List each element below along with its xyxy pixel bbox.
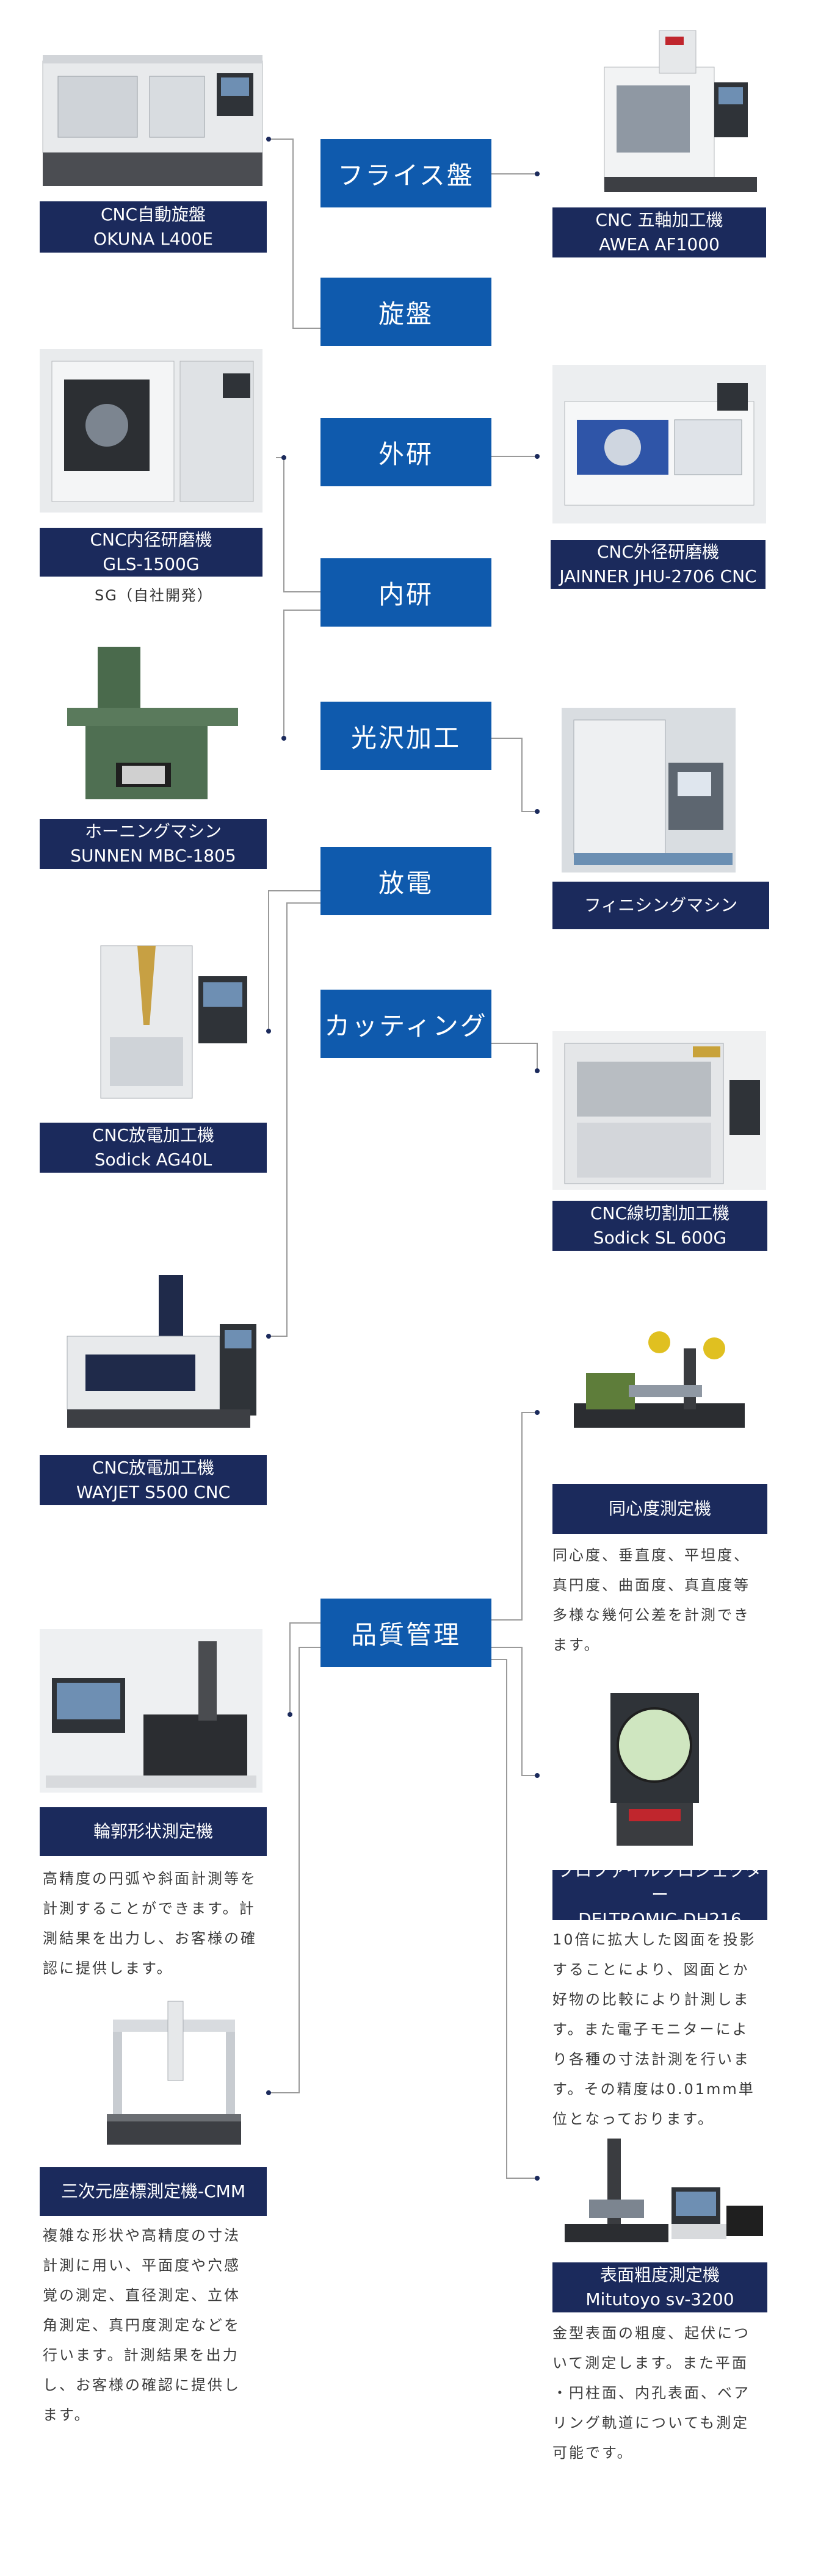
- desc-line: す。また電子モニターによ: [552, 2021, 749, 2038]
- projector-label-line2: DELTROMIC-DH216: [578, 1909, 742, 1929]
- sodick-ag40l-label-line2: Sodick AG40L: [94, 1149, 212, 1170]
- desc-line: 好物の比較により計測しま: [552, 1991, 750, 2008]
- desc-line: 認に提供します。: [43, 1960, 173, 1977]
- projector-label-line1: プロファイルプロジェクター: [557, 1860, 762, 1905]
- gls-label: CNC内径研磨機 GLS-1500G: [40, 528, 262, 577]
- desc-line: 真円度、曲面度、真直度等: [552, 1577, 750, 1594]
- roughness-tester-image: [552, 2132, 769, 2254]
- okuna-label-line2: OKUNA L400E: [93, 229, 213, 249]
- desc-line: 角測定、真円度測定などを: [43, 2317, 241, 2334]
- cmm-description: 複雑な形状や高精度の寸法 計測に用い、平面度や穴感 覚の測定、直径測定、立体 角…: [43, 2221, 269, 2430]
- okuna-lathe-image: [40, 49, 266, 195]
- category-milling[interactable]: フライス盤: [320, 139, 491, 207]
- contour-label-line1: 輪郭形状測定機: [93, 1821, 213, 1841]
- sodick-ag40l-label-line1: CNC放電加工機: [92, 1125, 215, 1145]
- sunnen-label-line1: ホーニングマシン: [84, 821, 222, 841]
- wayjet-label-line2: WAYJET S500 CNC: [76, 1482, 231, 1502]
- contour-label: 輪郭形状測定機: [40, 1807, 267, 1856]
- contour-description: 高精度の円弧や斜面計測等を 計測することができます。計 測結果を出力し、お客様の…: [43, 1864, 269, 1984]
- cmm-label: 三次元座標測定機-CMM: [40, 2167, 267, 2216]
- sodick-sl600g-label-line1: CNC線切割加工機: [590, 1203, 730, 1223]
- desc-line: リング軌道についても測定: [552, 2414, 750, 2431]
- roughness-label-line1: 表面粗度測定機: [599, 2265, 720, 2285]
- category-polishing[interactable]: 光沢加工: [320, 702, 491, 770]
- jainner-label-line1: CNC外径研磨機: [596, 542, 720, 562]
- category-edm[interactable]: 放電: [320, 847, 491, 915]
- concentricity-label: 同心度測定機: [552, 1484, 767, 1534]
- sunnen-honing-image: [49, 641, 253, 805]
- profile-projector-image: [604, 1687, 705, 1855]
- sunnen-label-line2: SUNNEN MBC-1805: [70, 846, 236, 866]
- desc-line: することにより、図面とか: [552, 1961, 750, 1978]
- desc-line: 高精度の円弧や斜面計測等を: [43, 1870, 257, 1887]
- desc-line: 同心度、垂直度、平坦度、: [552, 1547, 750, 1564]
- desc-line: 行います。計測結果を出力: [43, 2347, 239, 2364]
- sodick-ag40l-image: [82, 940, 256, 1107]
- desc-line: 位となっております。: [552, 2110, 714, 2128]
- jainner-grinder-image: [552, 365, 766, 523]
- projector-label: プロファイルプロジェクター DELTROMIC-DH216: [552, 1860, 767, 1929]
- desc-line: 計測することができます。計: [43, 1900, 256, 1917]
- sodick-ag40l-label: CNC放電加工機 Sodick AG40L: [40, 1123, 267, 1173]
- finishing-machine-image: [562, 708, 736, 872]
- jainner-label-line2: JAINNER JHU-2706 CNC: [559, 566, 757, 586]
- finishing-label-line1: フィニシングマシン: [584, 895, 738, 915]
- roughness-description: 金型表面の粗度、起伏につ いて測定します。また平面 ・円柱面、内孔表面、ベア リ…: [552, 2319, 778, 2468]
- desc-line: 計測に用い、平面度や穴感: [43, 2257, 241, 2274]
- roughness-label: 表面粗度測定機 Mitutoyo sv-3200: [552, 2262, 767, 2312]
- wayjet-label: CNC放電加工機 WAYJET S500 CNC: [40, 1455, 267, 1505]
- category-cutting[interactable]: カッティング: [320, 990, 491, 1058]
- category-quality[interactable]: 品質管理: [320, 1599, 491, 1667]
- category-internal-grinding[interactable]: 内研: [320, 558, 491, 627]
- cmm-machine-image: [95, 1995, 259, 2160]
- desc-line: ます。: [43, 2406, 91, 2423]
- gls-grinder-image: [40, 349, 262, 513]
- wayjet-label-line1: CNC放電加工機: [92, 1458, 215, 1478]
- awea-label-line1: CNC 五軸加工機: [595, 210, 723, 230]
- desc-line: 可能です。: [552, 2444, 634, 2461]
- gls-note: SG（自社開発）: [95, 587, 213, 604]
- category-external-grinding[interactable]: 外研: [320, 418, 491, 486]
- projector-description: 10倍に拡大した図面を投影 することにより、図面とか 好物の比較により計測しま …: [552, 1925, 778, 2134]
- desc-line: 複雑な形状や高精度の寸法: [43, 2227, 241, 2244]
- desc-line: り各種の寸法計測を行いま: [552, 2051, 750, 2068]
- awea-label: CNC 五軸加工機 AWEA AF1000: [552, 207, 766, 257]
- desc-line: 10倍に拡大した図面を投影: [552, 1931, 756, 1948]
- finishing-label: フィニシングマシン: [552, 882, 769, 929]
- desc-line: し、お客様の確認に提供し: [43, 2376, 241, 2394]
- desc-line: 多様な幾何公差を計測でき: [552, 1606, 750, 1624]
- wayjet-s500-image: [55, 1269, 262, 1440]
- awea-label-line2: AWEA AF1000: [599, 234, 720, 254]
- awea-machining-center-image: [568, 24, 763, 201]
- contour-tester-image: [40, 1629, 262, 1793]
- jainner-label: CNC外径研磨機 JAINNER JHU-2706 CNC: [551, 540, 766, 589]
- category-lathe[interactable]: 旋盤: [320, 278, 491, 346]
- cmm-label-line1: 三次元座標測定機-CMM: [61, 2181, 245, 2201]
- gls-label-line2: GLS-1500G: [103, 554, 200, 574]
- sodick-sl600g-label: CNC線切割加工機 Sodick SL 600G: [552, 1201, 767, 1251]
- okuna-label-line1: CNC自動旋盤: [100, 204, 206, 225]
- okuna-label: CNC自動旋盤 OKUNA L400E: [40, 201, 267, 253]
- concentricity-tester-image: [562, 1312, 757, 1458]
- concentricity-description: 同心度、垂直度、平坦度、 真円度、曲面度、真直度等 多様な幾何公差を計測でき ま…: [552, 1541, 772, 1660]
- sunnen-label: ホーニングマシン SUNNEN MBC-1805: [40, 819, 267, 869]
- desc-line: いて測定します。また平面: [552, 2355, 748, 2372]
- desc-line: ・円柱面、内孔表面、ベア: [552, 2384, 750, 2402]
- sodick-sl600g-image: [552, 1031, 766, 1190]
- desc-line: 測結果を出力し、お客様の確: [43, 1930, 257, 1947]
- roughness-label-line2: Mitutoyo sv-3200: [585, 2289, 734, 2309]
- sodick-sl600g-label-line2: Sodick SL 600G: [593, 1228, 727, 1248]
- desc-line: 金型表面の粗度、起伏につ: [552, 2325, 750, 2342]
- concentricity-label-line1: 同心度測定機: [608, 1498, 711, 1519]
- gls-label-line1: CNC内径研磨機: [90, 530, 212, 550]
- desc-line: 覚の測定、直径測定、立体: [43, 2287, 241, 2304]
- desc-line: す。その精度は0.01mm単: [552, 2081, 755, 2098]
- desc-line: ます。: [552, 1636, 601, 1653]
